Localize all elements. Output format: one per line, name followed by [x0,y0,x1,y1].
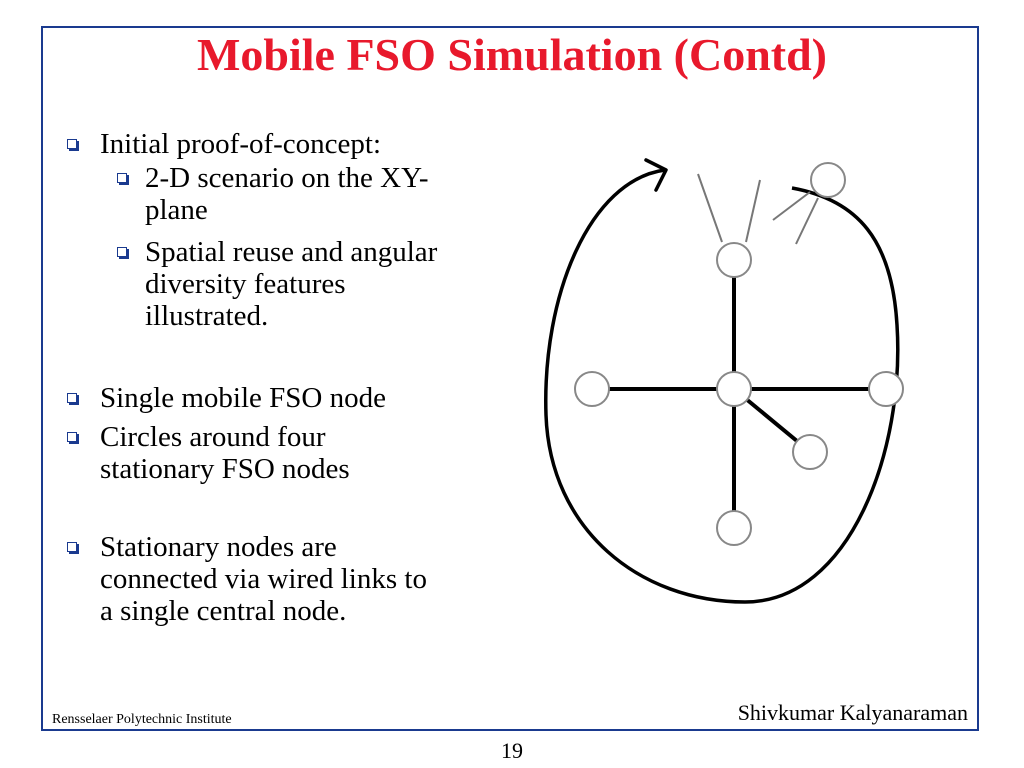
optical-beam [745,179,761,243]
footer-author: Shivkumar Kalyanaraman [737,700,968,725]
bullet-box-icon [67,542,77,552]
central-node [716,371,752,407]
page-number: 19 [501,738,523,763]
bullet-list: Initial proof-of-concept: 2-D scenario o… [60,128,500,627]
bullet-text: 2-D scenario on the XY- plane [145,162,429,226]
orbit-path [544,168,900,604]
bullet-item: Circles around four stationary FSO nodes [60,421,500,485]
stationary-node-left [574,371,610,407]
optical-beam [697,173,723,243]
stationary-node-bottom [716,510,752,546]
stationary-node-right [868,371,904,407]
bullet-item: Initial proof-of-concept: [60,128,500,160]
sub-bullet-item: 2-D scenario on the XY- plane [60,162,500,226]
network-diagram [544,158,904,604]
slide-title: Mobile FSO Simulation (Contd) [196,29,827,80]
bullet-text: Circles around four stationary FSO nodes [100,421,350,485]
bullet-text: Initial proof-of-concept: [100,128,382,160]
orbit-arrow-icon [644,158,668,192]
footer-institution: Rensselaer Polytechnic Institute [52,712,232,727]
stationary-node-extra [792,434,828,470]
bullet-item: Single mobile FSO node [60,382,500,414]
slide-frame [41,26,979,731]
bullet-text: Stationary nodes are connected via wired… [100,531,427,627]
bullet-box-icon [67,139,77,149]
bullet-box-icon [117,173,127,183]
bullet-item: Stationary nodes are connected via wired… [60,531,500,627]
bullet-box-icon [67,393,77,403]
optical-beam [772,191,811,221]
sub-bullet-item: Spatial reuse and angular diversity feat… [60,236,500,332]
bullet-box-icon [117,247,127,257]
optical-beam [795,197,819,245]
stationary-node-top [716,242,752,278]
bullet-text: Spatial reuse and angular diversity feat… [145,236,438,332]
bullet-box-icon [67,432,77,442]
mobile-node [810,162,846,198]
bullet-text: Single mobile FSO node [100,382,386,414]
